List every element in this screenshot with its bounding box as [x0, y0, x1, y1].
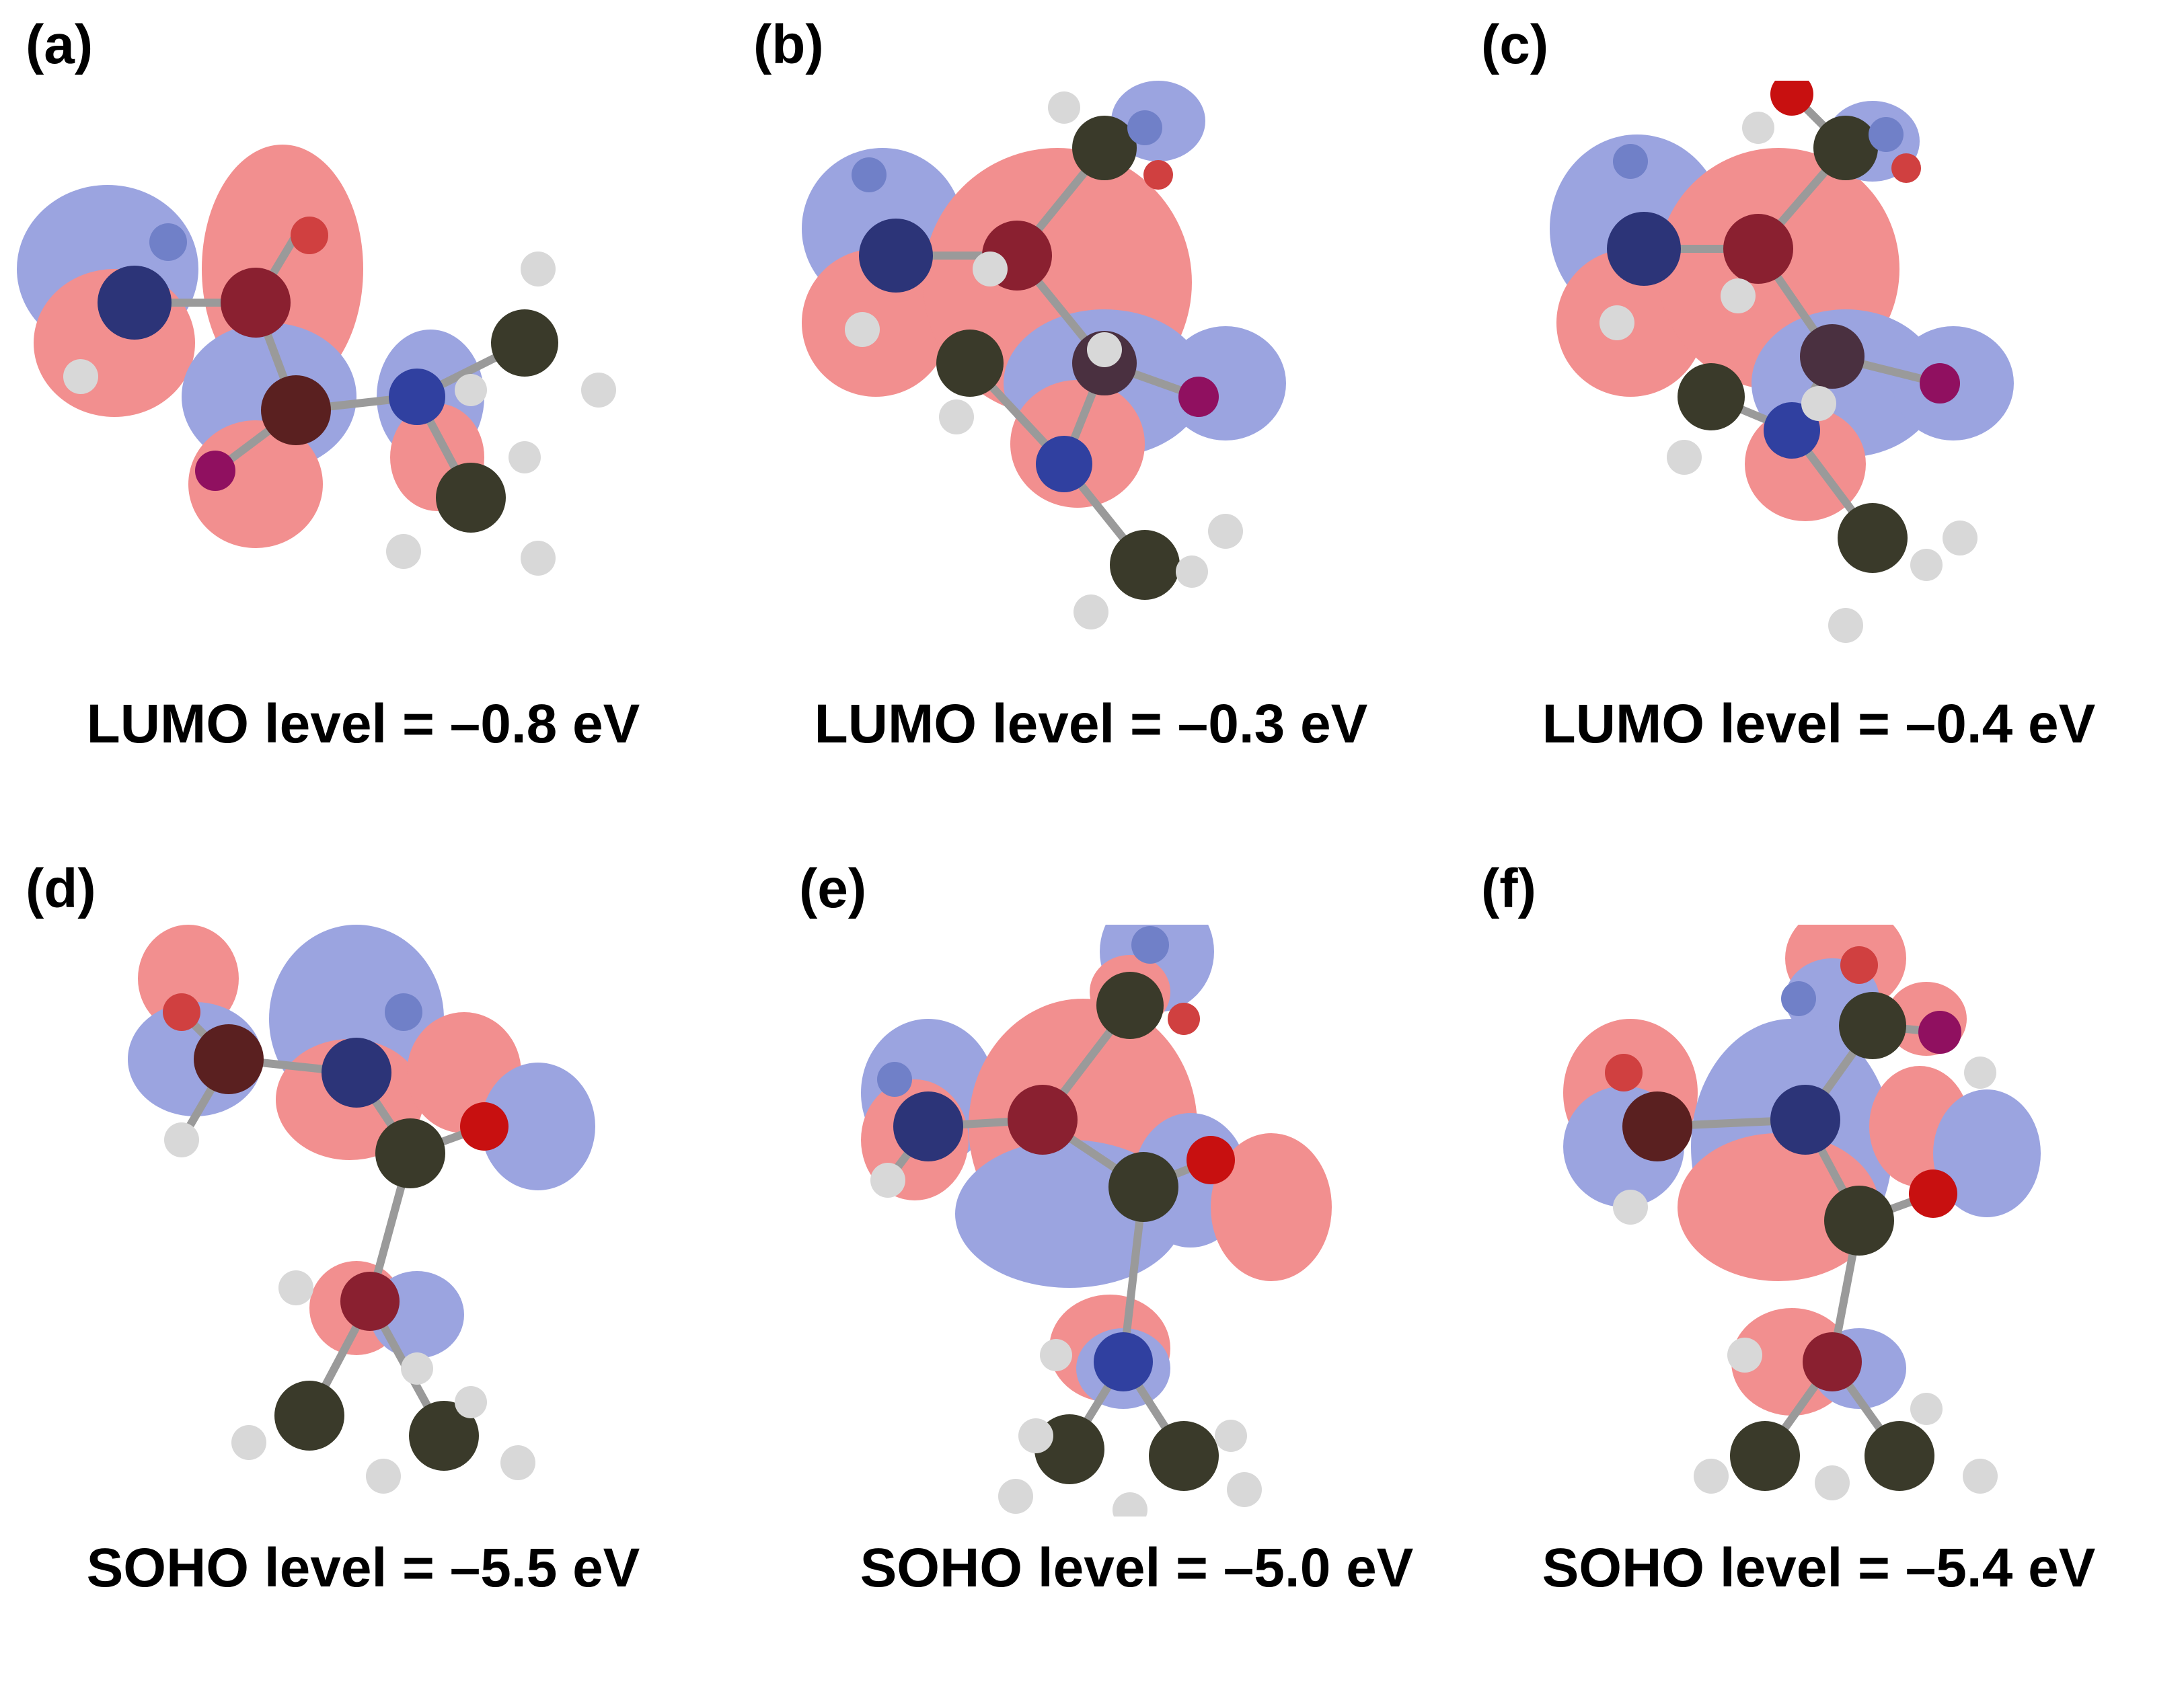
panel-f: (f)	[1456, 844, 2182, 1688]
atoms	[1599, 81, 1978, 643]
panel-label: (f)	[1481, 858, 1536, 919]
atoms	[845, 91, 1243, 629]
energy-caption: SOHO level = –5.5 eV	[86, 1537, 640, 1599]
energy-caption: LUMO level = –0.8 eV	[86, 693, 640, 755]
negative-lobe	[1933, 1089, 2041, 1217]
panel-d: (d)	[0, 844, 726, 1688]
negative-lobe	[481, 1063, 595, 1190]
atoms	[870, 926, 1262, 1517]
energy-caption: SOHO level = –5.0 eV	[860, 1537, 1414, 1599]
molecule-svg	[861, 925, 1332, 1517]
molecule-svg	[1563, 925, 2041, 1500]
molecule-svg	[128, 925, 595, 1494]
panel-b: (b)	[728, 0, 1454, 844]
energy-caption: LUMO level = –0.4 eV	[1542, 693, 2096, 755]
molecule-orbital-render	[774, 925, 1500, 1517]
molecule-orbital-render	[1456, 925, 2182, 1517]
panel-a: (a)	[0, 0, 726, 844]
molecule-orbital-render	[0, 81, 726, 673]
molecule-svg	[17, 145, 616, 576]
atoms	[63, 217, 616, 576]
atoms	[163, 993, 535, 1494]
molecule-orbital-render	[728, 81, 1454, 673]
energy-caption: SOHO level = –5.4 eV	[1542, 1537, 2096, 1599]
negative-lobe	[1165, 326, 1286, 440]
panel-c: (c)	[1456, 0, 2182, 844]
panel-label: (b)	[753, 14, 824, 75]
energy-caption: LUMO level = –0.3 eV	[814, 693, 1368, 755]
panel-label: (e)	[799, 858, 867, 919]
panel-e: (e)	[774, 844, 1500, 1688]
panel-label: (c)	[1481, 14, 1549, 75]
molecule-orbital-render	[1456, 81, 2182, 673]
molecule-svg	[1550, 81, 2014, 643]
positive-lobe	[1211, 1133, 1332, 1281]
atoms	[1605, 946, 1998, 1500]
panel-label: (a)	[26, 14, 93, 75]
panel-label: (d)	[26, 858, 96, 919]
molecule-svg	[802, 81, 1286, 629]
molecule-orbital-render	[0, 925, 726, 1517]
